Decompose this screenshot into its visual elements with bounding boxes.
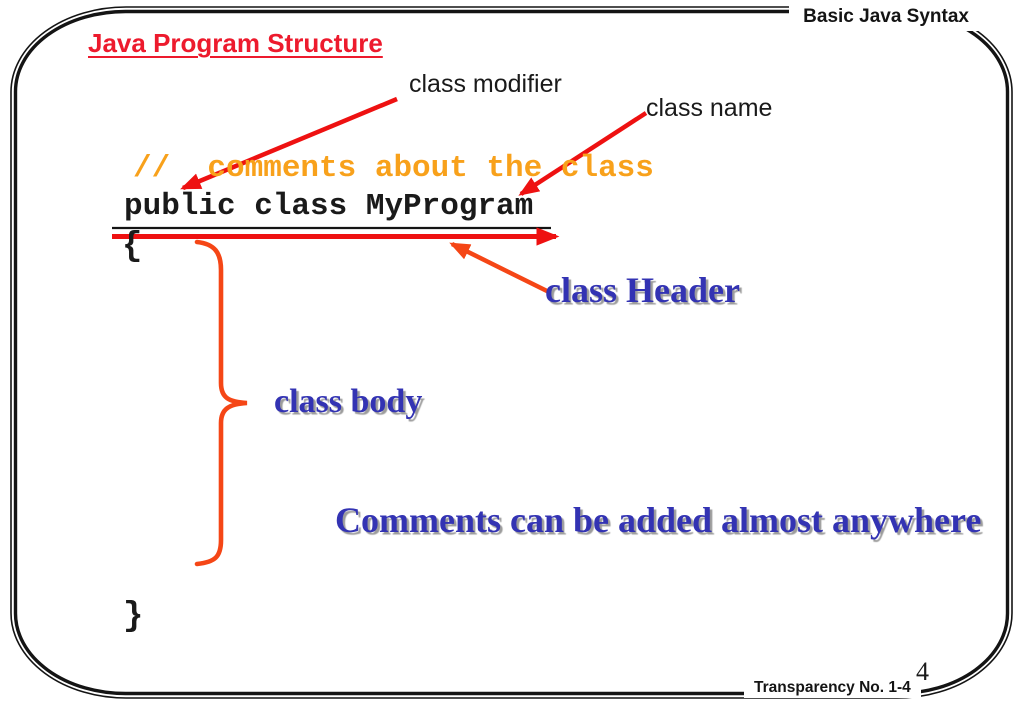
class-body-brace [194, 239, 248, 567]
page-title: Java Program Structure [88, 28, 383, 58]
code-declaration-line: public class MyProgram [124, 189, 534, 224]
code-open-brace: { [122, 228, 143, 266]
class-modifier-arrow [180, 96, 398, 191]
class-header-arrow [449, 241, 550, 295]
code-close-brace: } [123, 598, 144, 636]
transparency-footer-label: Transparency No. 1-4 [744, 678, 921, 699]
comments-note-label: Comments can be added almost anywhere [335, 500, 982, 540]
slide-border-outer-thin [10, 6, 1013, 699]
code-comment-line: // comments about the class [133, 151, 654, 186]
class-header-label: class Header [545, 270, 740, 310]
class-modifier-label: class modifier [409, 70, 562, 98]
class-name-label: class name [646, 94, 773, 122]
class-name-arrow [518, 111, 648, 196]
class-body-label: class body [274, 383, 423, 420]
slide-set-title: Basic Java Syntax [789, 4, 979, 31]
slide-border-inner-thick [13, 9, 1010, 696]
